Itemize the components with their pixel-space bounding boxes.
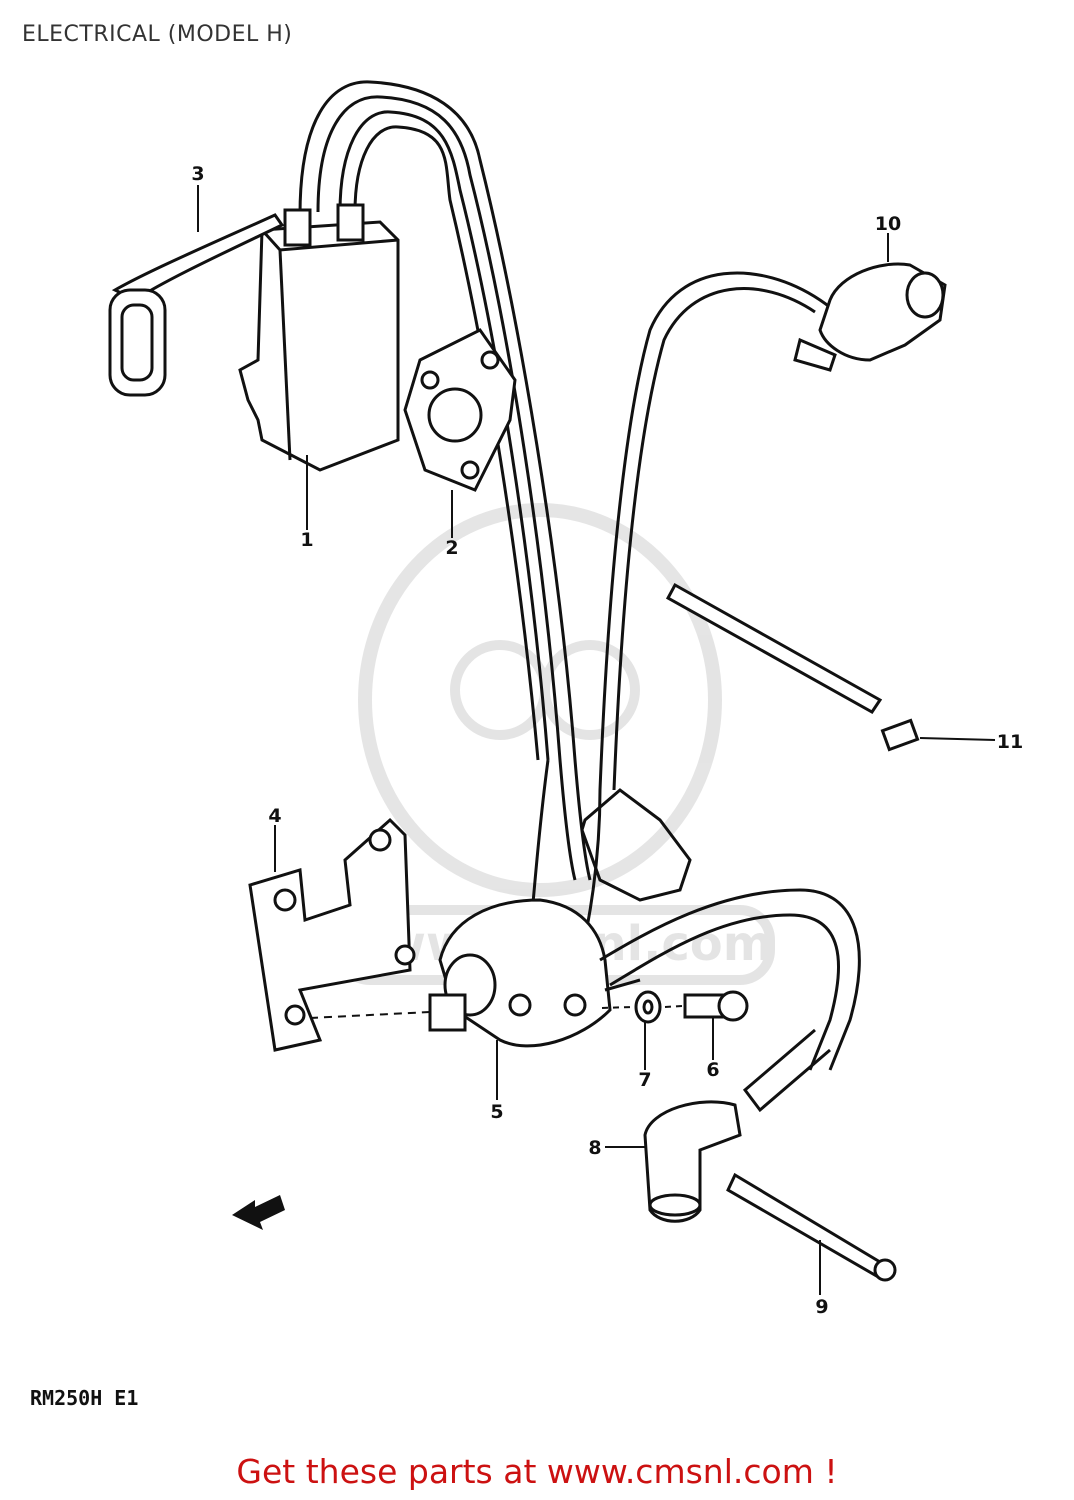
callout-9: 9 [815,1296,828,1318]
coil-bolt [683,990,749,1022]
callout-5: 5 [490,1101,503,1123]
callout-11: 11 [997,731,1023,753]
callout-8: 8 [588,1137,601,1159]
callout-4: 4 [268,805,281,827]
wire-clamp [108,213,285,397]
cable-tie [665,582,920,752]
front-direction-arrow [232,1195,285,1230]
model-code: RM250H E1 [30,1386,138,1410]
callout-2: 2 [445,537,458,559]
page-title: ELECTRICAL (MODEL H) [22,22,293,47]
cable-tie-long [726,1172,897,1282]
high-tension-lead [599,888,861,1113]
callout-1: 1 [300,529,313,551]
engine-stop-switch [793,262,947,372]
callout-10: 10 [875,213,901,235]
cdi-mounting-plate [403,328,517,492]
ignition-coil [428,898,641,1048]
callout-3: 3 [191,163,204,185]
callout-7: 7 [638,1069,651,1091]
coil-bracket [248,817,416,1052]
callout-6: 6 [706,1059,719,1081]
leader-lines [197,185,996,1295]
cdi-unit [238,203,400,472]
washer [634,990,662,1024]
wiring-harness [298,80,852,971]
spark-plug-cap [643,1100,742,1223]
cmsnl-parts-link[interactable]: Get these parts at www.cmsnl.com ! [236,1452,838,1491]
